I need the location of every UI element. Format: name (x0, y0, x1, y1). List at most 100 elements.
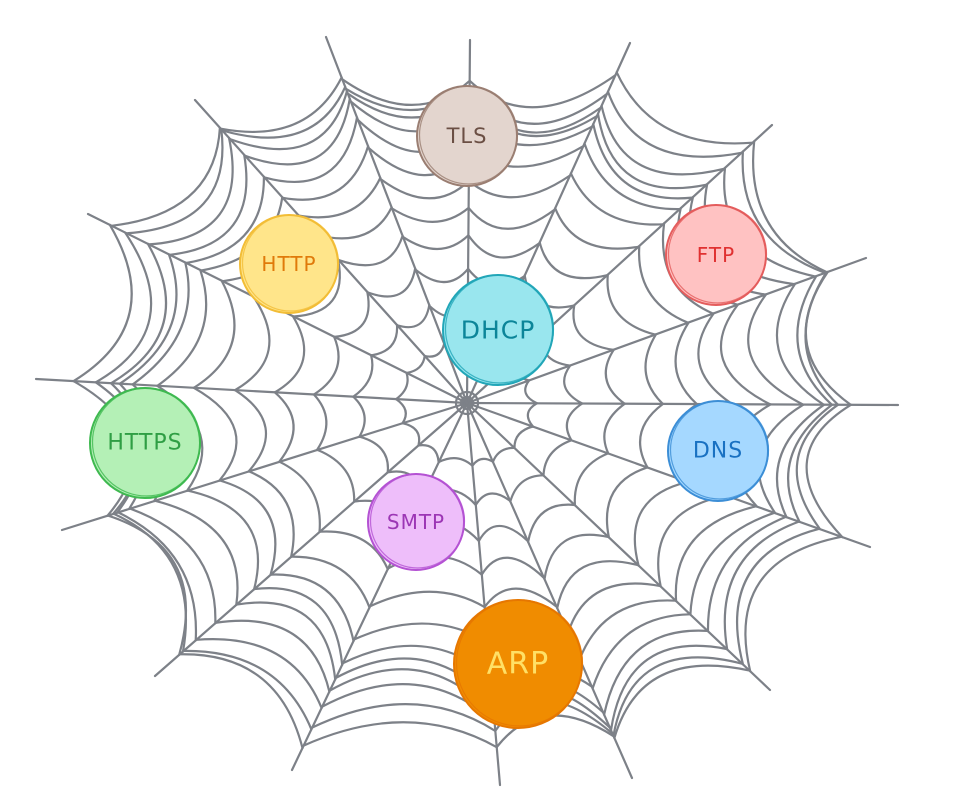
web-thread (352, 354, 374, 398)
web-thread (467, 206, 556, 230)
web-thread (615, 71, 754, 145)
node-ftp: FTP (665, 204, 768, 306)
web-thread (735, 527, 821, 666)
web-thread (638, 244, 689, 324)
node-arp: ARP (453, 599, 584, 729)
web-thread (583, 142, 681, 211)
web-thread (302, 721, 498, 749)
web-thread (337, 234, 404, 267)
web-thread (414, 267, 470, 284)
web-hub (454, 390, 480, 416)
web-thread (556, 560, 640, 610)
web-thread (379, 178, 470, 200)
web-thread (639, 402, 665, 469)
web-thread (235, 601, 337, 681)
web-thread (609, 644, 728, 732)
web-thread (273, 391, 295, 463)
web-thread (775, 282, 825, 406)
web-thread (311, 703, 497, 732)
web-thread (290, 555, 371, 609)
web-thread (129, 507, 217, 625)
web-thread (775, 403, 826, 519)
web-thread (633, 480, 689, 567)
web-thread (182, 649, 313, 731)
node-label-http: HTTP (261, 252, 316, 276)
web-spoke (465, 401, 502, 787)
web-thread (401, 234, 470, 250)
web-thread (106, 514, 187, 656)
web-thread (483, 587, 558, 609)
web-thread (787, 403, 834, 523)
web-thread (110, 126, 221, 227)
web-thread (253, 587, 344, 666)
web-thread (405, 354, 426, 375)
web-thread (572, 304, 615, 351)
web-thread (396, 303, 431, 329)
web-thread (644, 333, 664, 405)
web-thread (477, 525, 529, 543)
web-thread (569, 172, 665, 226)
web-thread (565, 402, 584, 442)
web-thread (233, 389, 268, 473)
web-thread (401, 422, 421, 447)
web-thread (333, 290, 370, 338)
web-thread (804, 270, 852, 406)
web-thread (273, 315, 306, 394)
node-http: HTTP (239, 214, 340, 314)
web-thread (156, 268, 208, 387)
web-thread (178, 653, 304, 750)
web-thread (795, 403, 840, 531)
web-thread (369, 590, 486, 609)
web-thread (744, 535, 843, 673)
web-thread (244, 97, 351, 166)
web-thread (554, 207, 640, 250)
web-thread (131, 261, 190, 386)
web-thread (524, 379, 538, 405)
web-thread (221, 85, 347, 139)
web-thread (697, 312, 734, 406)
web-thread (596, 112, 708, 190)
web-thread (185, 175, 266, 265)
node-dhcp: DHCP (442, 274, 555, 386)
web-thread (527, 503, 576, 543)
node-dns: DNS (667, 400, 770, 502)
web-thread (719, 303, 772, 406)
web-thread (118, 253, 178, 385)
web-thread (312, 335, 340, 396)
web-thread (741, 150, 827, 274)
web-thread (214, 619, 331, 693)
web-thread (395, 371, 409, 401)
web-thread (154, 499, 239, 606)
node-https: HTTPS (89, 387, 202, 499)
web-thread (281, 145, 370, 201)
web-thread (605, 466, 649, 539)
web-thread (72, 223, 133, 383)
web-thread (263, 116, 359, 183)
node-label-smtp: SMTP (387, 510, 445, 534)
web-thread (612, 656, 744, 737)
web-thread (592, 122, 694, 200)
web-thread (606, 90, 743, 158)
web-thread (796, 275, 833, 406)
web-thread (491, 446, 516, 463)
web-thread (509, 474, 545, 503)
web-thread (805, 403, 852, 539)
web-thread (606, 273, 657, 336)
web-thread (467, 234, 541, 259)
web-thread (613, 664, 751, 740)
web-spoke (290, 401, 469, 772)
web-thread (689, 511, 776, 616)
web-thread (603, 402, 626, 455)
node-ring-http (241, 214, 340, 312)
node-ring-dns (669, 400, 770, 500)
web-thread (218, 479, 277, 576)
web-thread (563, 364, 584, 405)
node-label-ftp: FTP (697, 243, 735, 267)
web-thread (538, 241, 609, 280)
node-ring-dhcp (444, 274, 555, 384)
node-ring-arp (455, 599, 584, 727)
web-thread (278, 460, 321, 534)
web-thread (391, 206, 470, 223)
web-thread (395, 398, 407, 425)
web-thread (674, 505, 758, 603)
